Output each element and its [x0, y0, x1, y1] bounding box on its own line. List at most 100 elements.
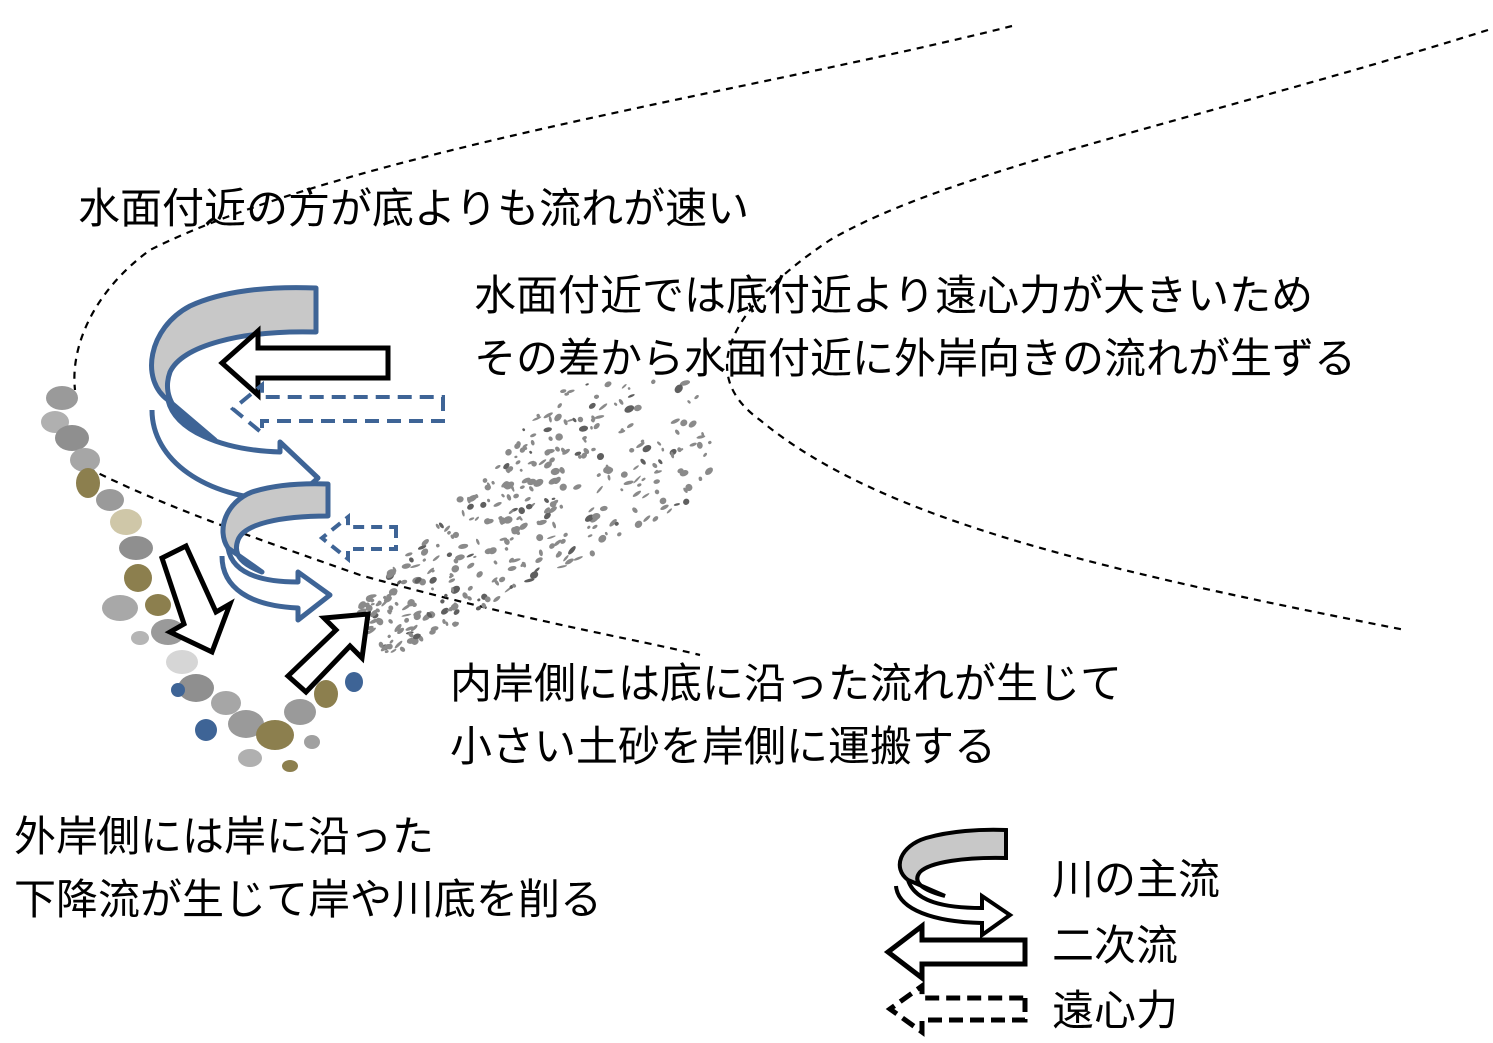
sediment-particle	[506, 494, 512, 501]
sediment-particle	[666, 508, 673, 514]
sediment-particle	[505, 449, 512, 456]
sediment-particle	[365, 604, 373, 612]
stone	[345, 672, 363, 692]
sediment-particle	[531, 461, 537, 467]
sediment-particle	[474, 516, 480, 521]
sediment-particle	[447, 530, 451, 535]
sediment-particle	[633, 404, 642, 412]
sediment-particle	[397, 580, 402, 585]
sediment-particle	[590, 426, 593, 430]
sediment-particle	[696, 435, 706, 439]
sediment-particle	[440, 607, 449, 615]
sediment-particle	[543, 427, 552, 433]
sediment-particle	[613, 402, 618, 406]
sediment-particle	[614, 521, 619, 526]
sediment-particle	[543, 512, 551, 520]
sediment-particle	[451, 565, 460, 573]
sediment-particle	[519, 468, 523, 472]
sediment-particle	[547, 535, 556, 540]
river-outline	[73, 24, 1489, 657]
sediment-particle	[585, 383, 589, 386]
sediment-particle	[565, 558, 574, 565]
sediment-particle	[652, 516, 659, 522]
sediment-particle	[689, 442, 697, 447]
sediment-particle	[632, 507, 638, 513]
sediment-particle	[679, 380, 691, 386]
sediment-particle	[556, 565, 568, 569]
outer-bank-explanation-line2: 下降流が生じて岸や川底を削る	[14, 875, 603, 924]
sediment-particle	[408, 632, 414, 638]
sediment-particle	[521, 477, 531, 484]
legend-main-flow-label: 川の主流	[1052, 855, 1221, 904]
sediment-particle	[498, 516, 503, 521]
stone	[314, 680, 338, 708]
sediment-particle	[658, 459, 663, 465]
sediment-particle	[520, 562, 526, 567]
sediment-particle	[405, 552, 413, 557]
sediment-particle	[469, 494, 478, 502]
sediment-particle	[404, 617, 410, 623]
sediment-particle	[548, 436, 553, 441]
sediment-particle	[493, 596, 501, 602]
sediment-particle	[560, 389, 567, 393]
sediment-particle	[582, 435, 587, 441]
sediment-particle	[514, 455, 518, 459]
sediment-particle	[596, 452, 605, 461]
sediment-particle	[694, 395, 699, 400]
sediment-particle	[591, 447, 596, 452]
sediment-particle	[632, 490, 642, 497]
centrifugal-force-arrow-large	[229, 380, 445, 438]
stone	[55, 425, 89, 451]
sediment-particle	[524, 578, 535, 583]
sediment-particle	[654, 489, 660, 495]
sediment-particle	[588, 402, 596, 409]
sediment-particle	[680, 419, 688, 427]
sediment-particle	[596, 485, 603, 494]
sediment-particle	[522, 444, 528, 448]
sediment-particle	[467, 596, 472, 601]
sediment-particle	[397, 627, 405, 635]
sediment-particle	[574, 451, 582, 456]
sediment-particle	[417, 545, 427, 550]
sediment-particle	[484, 518, 491, 525]
sediment-particle	[623, 480, 634, 485]
sediment-particle	[380, 644, 390, 652]
sediment-particle	[444, 525, 451, 532]
sediment-particle	[660, 504, 669, 511]
sediment-particle	[390, 648, 397, 653]
stone	[282, 760, 298, 772]
sediment-particle	[487, 498, 491, 503]
sediment-particle	[683, 487, 688, 493]
sediment-particle	[555, 446, 560, 452]
sediment-particle	[551, 497, 556, 500]
water-bed-line	[87, 467, 701, 657]
sediment-particle	[592, 524, 598, 530]
sediment-particle	[563, 419, 568, 426]
sediment-particle	[640, 439, 645, 443]
sediment-particle	[519, 485, 525, 489]
sediment-particle	[387, 609, 392, 615]
stone	[256, 720, 294, 750]
sediment-particle	[411, 637, 419, 645]
stone	[131, 631, 149, 645]
sediment-particle	[451, 587, 455, 593]
sediment-particle	[484, 596, 491, 603]
sediment-particle	[559, 483, 567, 491]
stone	[96, 489, 124, 511]
sediment-particle	[603, 466, 612, 474]
sediment-particle	[508, 509, 514, 515]
sediment-particle	[518, 507, 525, 515]
sediment-particle	[387, 634, 391, 639]
sediment-particle	[589, 550, 595, 557]
sediment-particle	[484, 548, 493, 555]
sediment-particle	[618, 429, 626, 434]
sediment-particle	[641, 477, 646, 482]
sediment-particle	[358, 601, 367, 610]
sediment-particle	[642, 493, 650, 499]
sediment-particle	[522, 428, 526, 432]
sediment-particle	[633, 465, 639, 470]
sediment-particle	[670, 451, 675, 459]
main-flow-tail	[219, 547, 333, 623]
sediment-particle	[620, 488, 624, 492]
sediment-particle	[388, 619, 393, 624]
